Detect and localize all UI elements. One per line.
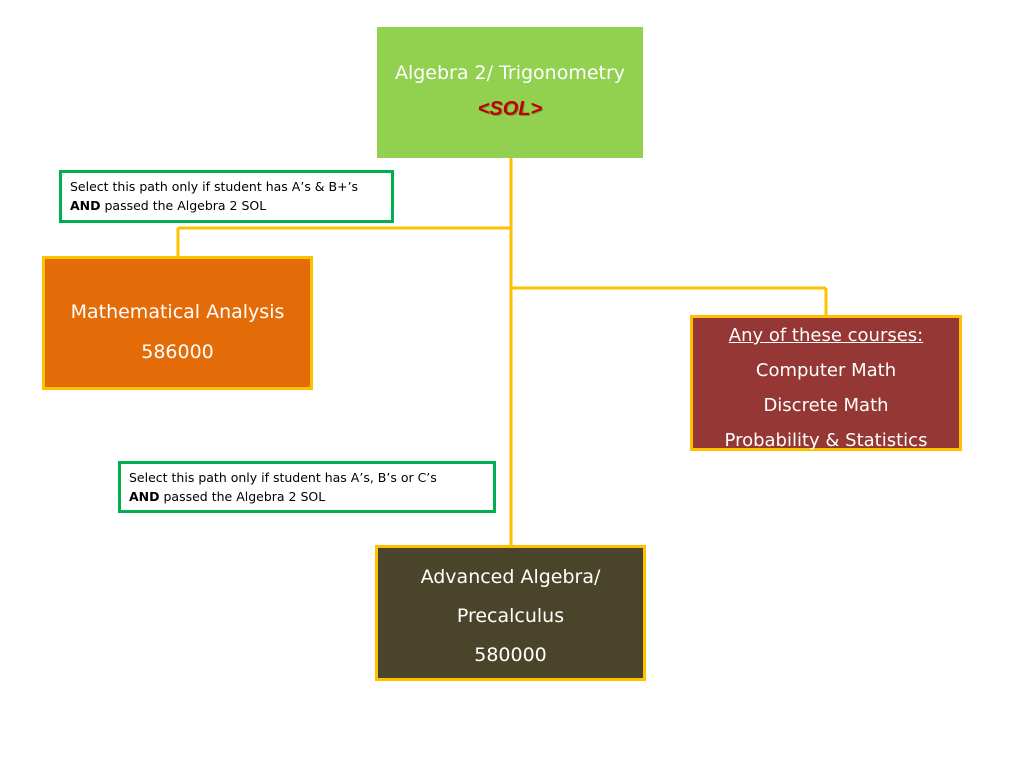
sol-tag: <SOL> — [477, 98, 543, 120]
advanced-algebra-title-line-2: Precalculus — [456, 605, 565, 627]
advanced-algebra-precalculus-box: Advanced Algebra/ Precalculus 580000 — [375, 545, 646, 681]
advanced-algebra-code: 580000 — [474, 644, 547, 666]
mathematical-analysis-code: 586000 — [141, 341, 214, 363]
note-requirement-text: passed the Algebra 2 SOL — [159, 489, 326, 504]
mathematical-analysis-title: Mathematical Analysis — [70, 301, 285, 323]
elective-course-item: Probability & Statistics — [724, 430, 928, 451]
note-requirement-line: AND passed the Algebra 2 SOL — [129, 487, 493, 506]
note-requirement-text: passed the Algebra 2 SOL — [100, 198, 267, 213]
note-condition-text: Select this path only if student has A’s… — [129, 470, 437, 485]
note-requirement-line: AND passed the Algebra 2 SOL — [70, 196, 391, 215]
algebra-2-trigonometry-title: Algebra 2/ Trigonometry — [394, 62, 626, 84]
elective-courses-box: Any of these courses: Computer Math Disc… — [690, 315, 962, 451]
mathematical-analysis-box: Mathematical Analysis 586000 — [42, 256, 313, 390]
advanced-algebra-title-line-1: Advanced Algebra/ — [420, 566, 601, 588]
elective-course-item: Discrete Math — [763, 395, 889, 416]
note-condition-text: Select this path only if student has A’s… — [70, 179, 359, 194]
note-and-emphasis: AND — [70, 198, 101, 213]
path-condition-note-advanced-algebra: Select this path only if student has A’s… — [118, 461, 496, 513]
elective-course-item: Computer Math — [755, 360, 897, 381]
path-condition-note-math-analysis: Select this path only if student has A’s… — [59, 170, 394, 223]
note-and-emphasis: AND — [129, 489, 160, 504]
elective-courses-heading: Any of these courses: — [728, 325, 924, 346]
algebra-2-trigonometry-box: Algebra 2/ Trigonometry <SOL> — [377, 27, 643, 158]
